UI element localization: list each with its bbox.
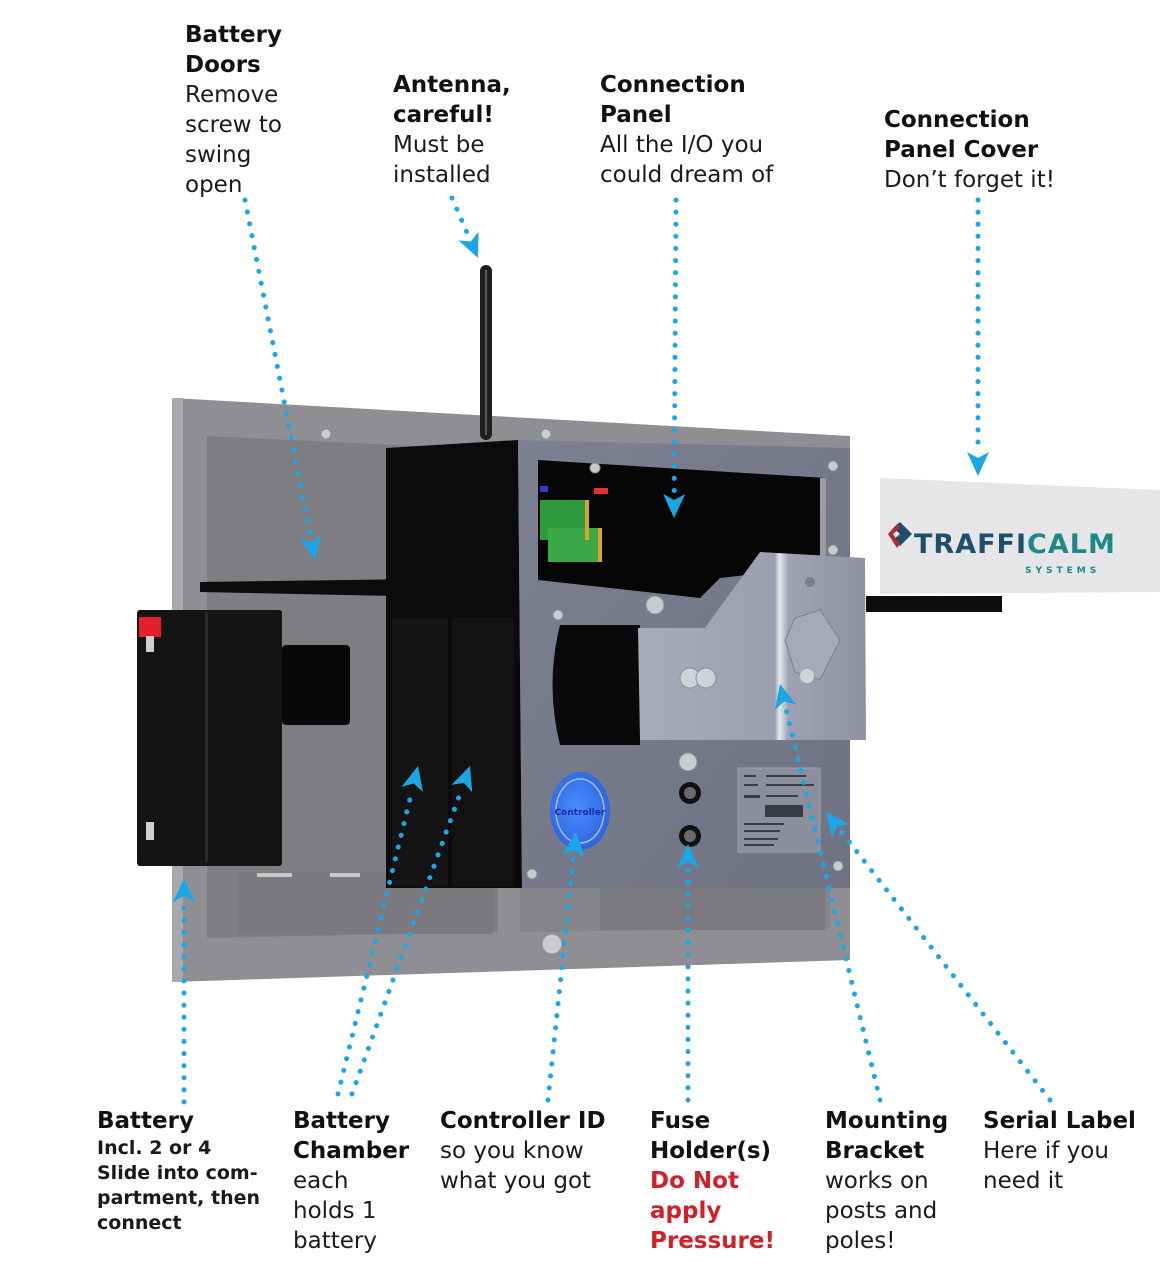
callout-desc: works on posts and poles! [825,1168,938,1254]
callout-desc: Don’t forget it! [884,167,1055,193]
controller-badge-text: Controller [555,808,606,818]
arrow-head-icon [458,231,479,258]
arrow-dotted-line [545,853,577,1103]
callout-connection-panel: Connection Panel All the I/O you could d… [600,70,773,190]
callout-antenna: Antenna, careful! Must be installed [393,70,511,190]
cover-shelf [866,596,1002,612]
callout-title: Controller ID [440,1108,606,1134]
callout-desc: Incl. 2 or 4 Slide into com- partment, t… [97,1137,261,1234]
arrow-dotted-line [671,197,679,497]
arrow-battery-doors [242,197,322,560]
arrow-dotted-line [335,786,415,1097]
callout-title: Connection Panel Cover [884,107,1039,163]
arrow-antenna [449,195,479,258]
arrow-head-icon [663,493,686,518]
arrow-head-icon [562,832,585,858]
callout-title: Antenna, careful! [393,72,511,128]
arrow-fuse [677,844,699,1103]
arrow-head-icon [299,534,322,560]
antenna [480,265,492,440]
arrow-connection-panel [663,197,686,518]
callout-title: Connection Panel [600,72,746,128]
battery [137,610,360,877]
callout-fuse-holders: Fuse Holder(s) Do Not apply Pressure! [650,1106,775,1256]
callout-desc: Remove screw to swing open [185,82,282,198]
connection-panel-cover: TRAFFICALM SYSTEMS [880,478,1160,594]
callout-desc: Must be installed [393,132,491,188]
callout-desc: Here if you need it [983,1138,1109,1194]
callout-connection-panel-cover: Connection Panel Cover Don’t forget it! [884,105,1055,195]
callout-arrows [173,195,1053,1105]
callout-controller-id: Controller ID so you know what you got [440,1106,606,1196]
brand-logo-word-dark: TRAFFI [914,529,1027,560]
arrow-dotted-line [242,197,313,539]
arrow-chamber-2 [349,766,473,1097]
arrow-head-icon [173,878,195,902]
fuse-holders [679,782,701,847]
mounting-bracket [552,552,1002,745]
callout-title: Battery [97,1108,194,1134]
callout-title: Mounting Bracket [825,1108,949,1164]
callout-title: Battery Doors [185,22,282,78]
serial-label [737,767,821,853]
svg-text:TRAFFICALM: TRAFFICALM [914,529,1116,560]
callout-battery-chamber: Battery Chamber each holds 1 battery [293,1106,409,1256]
arrow-controller [545,832,585,1103]
screws [320,428,844,955]
callout-desc: All the I/O you could dream of [600,132,774,188]
arrow-head-icon [967,452,989,476]
battery-positive-terminal [139,617,161,637]
callout-desc: so you know what you got [440,1138,592,1194]
controller-badge: Controller [550,772,610,850]
arrow-serial [826,812,1053,1103]
arrow-dotted-line [783,704,883,1103]
arrow-dotted-line [838,828,1053,1103]
arrow-panel-cover [967,197,989,476]
arrow-head-icon [774,684,797,710]
callout-serial-label: Serial Label Here if you need it [983,1106,1136,1196]
brand-logo-sub: SYSTEMS [1025,566,1100,576]
arrow-dotted-line [449,195,471,239]
callout-title: Fuse Holder(s) [650,1108,772,1164]
callout-battery: Battery Incl. 2 or 4 Slide into com- par… [97,1106,260,1236]
arrow-head-icon [677,844,699,868]
arrow-chamber-1 [335,766,423,1097]
battery-chamber [386,440,522,888]
callout-mounting-bracket: Mounting Bracket works on posts and pole… [825,1106,948,1256]
arrow-bracket [774,684,883,1103]
arrow-battery [173,878,195,1105]
callout-warning: Do Not apply Pressure! [650,1168,775,1254]
arrow-head-icon [401,766,423,792]
brand-logo-word-teal: CALM [1027,529,1116,560]
arrow-head-icon [451,766,473,793]
arrow-head-icon [826,812,850,838]
callout-title: Serial Label [983,1108,1136,1134]
callout-desc: each holds 1 battery [293,1168,377,1254]
callout-battery-doors: Battery Doors Remove screw to swing open [185,20,282,200]
callout-title: Battery Chamber [293,1108,410,1164]
